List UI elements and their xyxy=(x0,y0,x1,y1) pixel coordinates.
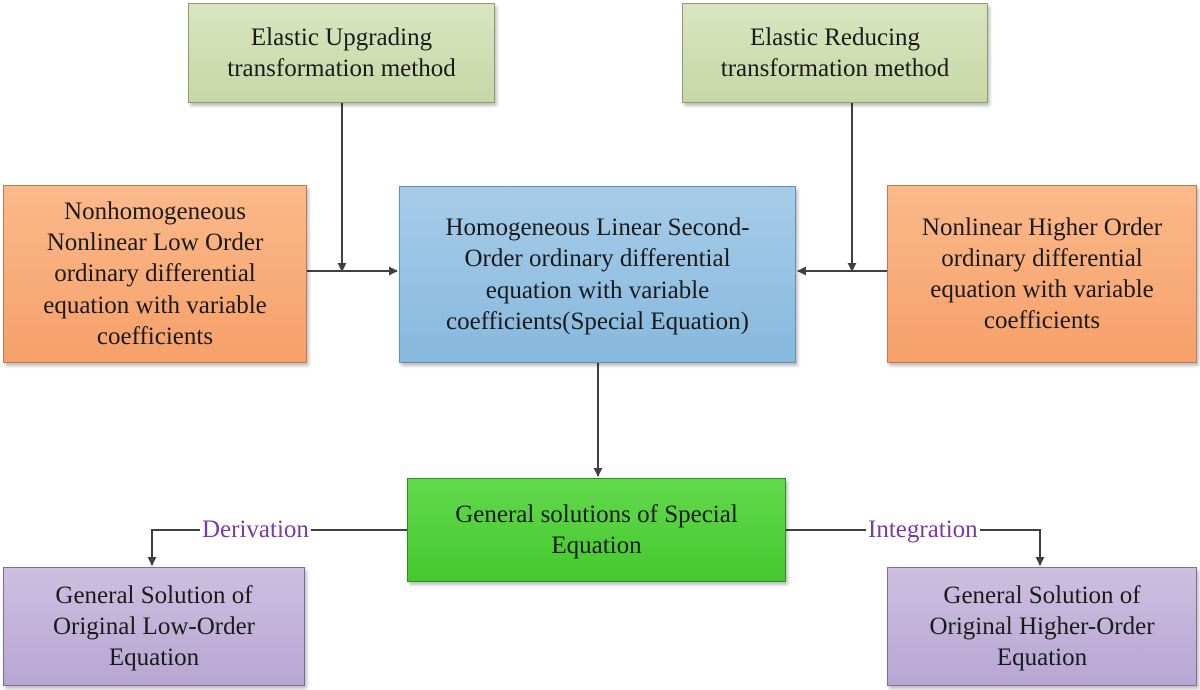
node-line: Equation xyxy=(108,644,200,672)
node-line: coefficients xyxy=(983,307,1101,335)
low-order-solution-box: General Solution of Original Low-Order E… xyxy=(3,567,305,686)
node-line: General Solution of xyxy=(943,581,1141,609)
reducing-method-box: Elastic Reducing transformation method xyxy=(682,3,988,103)
special-equation-box: Homogeneous Linear Second- Order ordinar… xyxy=(399,186,796,363)
node-line: Equation xyxy=(551,532,642,559)
node-line: transformation method xyxy=(227,55,456,82)
node-line: General Solution of xyxy=(55,581,253,609)
node-line: Elastic Reducing xyxy=(749,23,921,51)
higher-order-solution-box: General Solution of Original Higher-Orde… xyxy=(887,567,1197,686)
node-line: Elastic Upgrading xyxy=(250,23,433,51)
node-line: ordinary differential xyxy=(941,244,1143,272)
node-line: Nonlinear Higher Order xyxy=(921,213,1163,241)
derivation-label: Derivation xyxy=(200,516,311,543)
node-line: ordinary differential xyxy=(54,260,256,288)
node-line: equation with variable xyxy=(930,276,1154,303)
low-order-equation-box: Nonhomogeneous Nonlinear Low Order ordin… xyxy=(3,185,307,363)
node-line: transformation method xyxy=(720,55,950,82)
node-line: equation with variable xyxy=(485,276,710,304)
higher-order-equation-box: Nonlinear Higher Order ordinary differen… xyxy=(887,185,1197,363)
node-line: Homogeneous Linear Second- xyxy=(445,214,750,241)
node-line: Order ordinary differential xyxy=(464,245,731,273)
node-line: coefficients xyxy=(96,322,214,350)
node-line: coefficients(Special Equation) xyxy=(446,307,749,335)
node-line: Nonhomogeneous xyxy=(64,197,246,225)
node-line: Nonlinear Low Order xyxy=(46,229,264,257)
node-line: equation with variable xyxy=(43,291,267,319)
integration-label: Integration xyxy=(866,516,980,543)
arrow-derivation xyxy=(147,529,407,566)
node-line: Original Higher-Order xyxy=(929,612,1155,640)
general-solutions-box: General solutions of Special Equation xyxy=(407,478,786,582)
node-line: Original Low-Order xyxy=(52,612,255,640)
node-line: Equation xyxy=(996,644,1088,672)
upgrading-method-box: Elastic Upgrading transformation method xyxy=(188,3,495,103)
node-line: General solutions of Special xyxy=(455,500,738,528)
